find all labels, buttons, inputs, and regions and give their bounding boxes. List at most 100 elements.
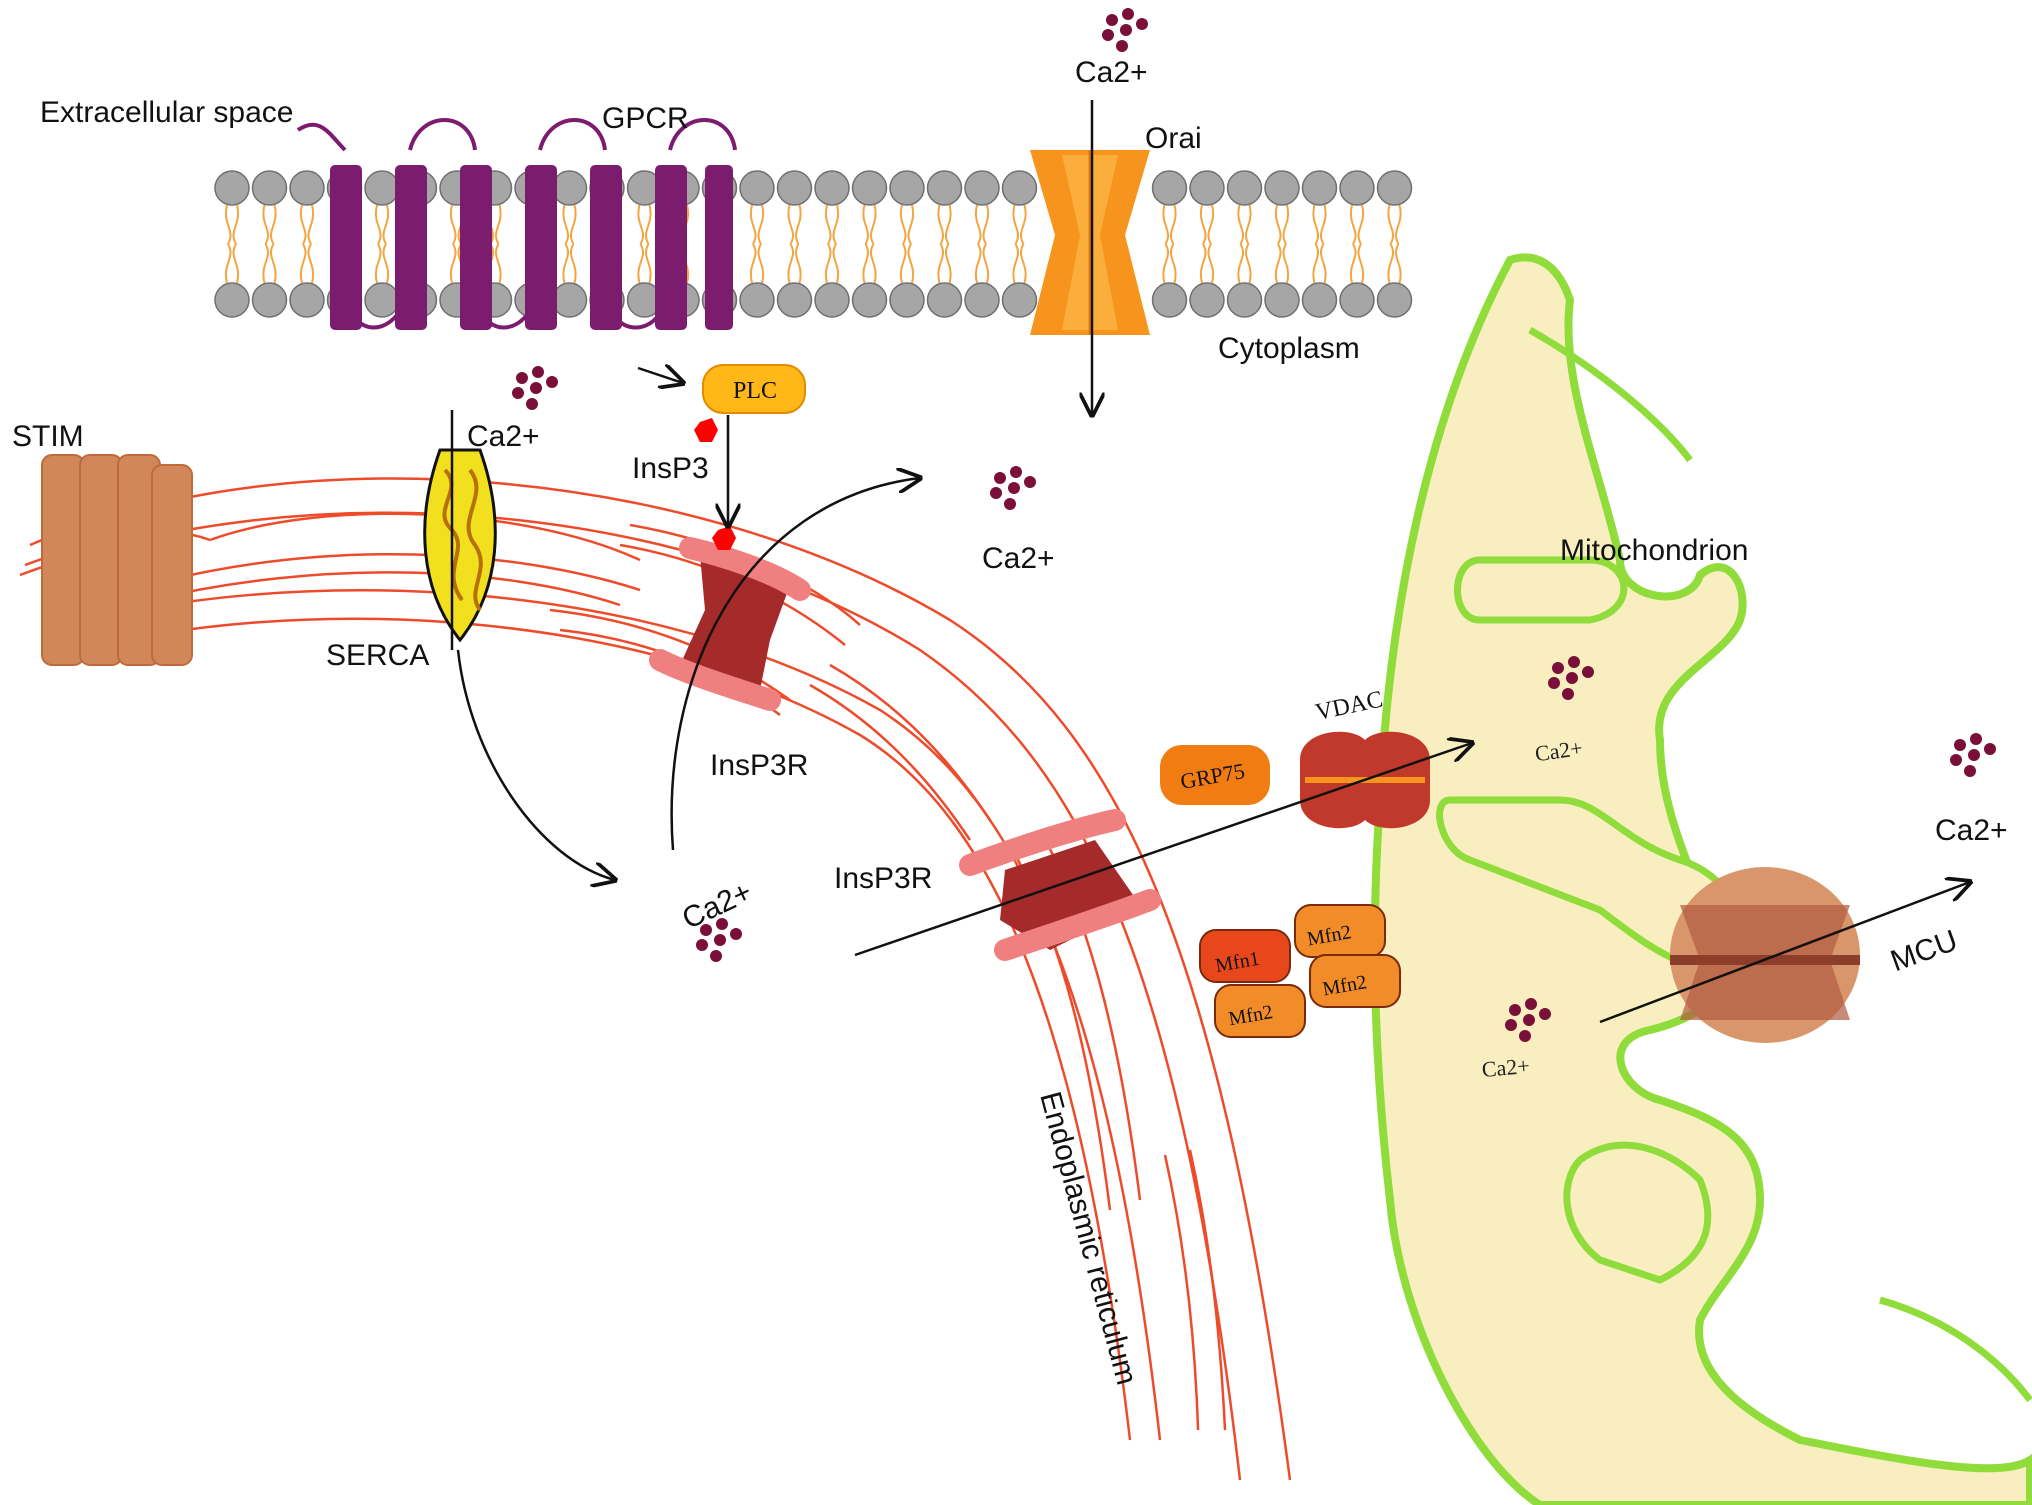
label-cytoplasm: Cytoplasm [1218, 332, 1360, 365]
lipid-head [1001, 282, 1038, 318]
gpcr-receptor [296, 118, 737, 330]
lipid-head [814, 170, 850, 206]
lipid-tail [262, 204, 277, 284]
insp3r-release-arrow [670, 478, 920, 851]
insp3-bound-icon [712, 526, 736, 550]
lipid-tail [1199, 204, 1215, 284]
lipid-tail [637, 204, 652, 284]
lipid-head [1001, 170, 1038, 206]
label-stim: STIM [12, 420, 84, 453]
lipid-head [851, 282, 888, 318]
mcu-efflux-arrow [1599, 882, 1970, 1024]
insp3r-upper-channel [649, 537, 811, 711]
lipid-tail [862, 204, 877, 284]
plc-enzyme [702, 364, 806, 414]
lipid-head [851, 170, 888, 206]
lipid-head [364, 282, 400, 318]
gpcr-helix [395, 165, 427, 330]
lipid-head [289, 170, 325, 206]
mcu-channel [1670, 867, 1860, 1043]
gpcr-plc-arrow [637, 368, 683, 383]
lipid-head [214, 282, 250, 318]
lipid-head [551, 170, 588, 206]
lipid-head [1264, 170, 1300, 206]
serca-lumen-arrow [456, 649, 615, 880]
label-mcu: MCU [1886, 924, 1961, 978]
lipid-head [964, 282, 1000, 318]
lipid-tail [299, 204, 315, 284]
stim-protein [41, 454, 193, 666]
gpcr-helix [590, 165, 622, 330]
calcium-ions-icon [512, 366, 558, 410]
label-orai: Orai [1145, 122, 1202, 155]
lipid-tail [1349, 204, 1365, 284]
label-ca-extracellular: Ca2+ [1075, 56, 1148, 89]
gpcr-helix [525, 165, 557, 330]
lipid-head [1264, 282, 1300, 318]
lipid-head [551, 282, 588, 318]
lipid-tail [1312, 204, 1327, 284]
label-serca: SERCA [326, 639, 429, 672]
lipid-head [814, 282, 850, 318]
lipid-head [889, 282, 925, 318]
insp3r-lower-channel [959, 809, 1161, 961]
lipid-head [964, 170, 1000, 206]
mitofusin-complex [1199, 904, 1401, 1038]
lipid-head [251, 170, 288, 206]
gpcr-helix [705, 165, 733, 330]
label-gpcr: GPCR [602, 102, 689, 135]
lipid-head [1151, 282, 1188, 318]
lipid-head [1376, 170, 1413, 206]
lipid-head [364, 170, 400, 206]
lipid-tail [1387, 204, 1402, 284]
lipid-head [889, 170, 925, 206]
lipid-head [739, 282, 775, 318]
serca-pump [423, 448, 497, 643]
lipid-head [1226, 282, 1263, 318]
lipid-head [926, 282, 963, 318]
label-ca-right: Ca2+ [1935, 814, 2008, 847]
lipid-tail [1012, 204, 1027, 284]
lipid-head [1226, 170, 1263, 206]
grp75-protein [1160, 745, 1270, 805]
label-endoplasmic-reticulum: Endoplasmic reticulum [1033, 1088, 1143, 1388]
label-plc: PLC [733, 378, 777, 404]
lipid-head [926, 170, 963, 206]
label-insp3: InsP3 [632, 452, 709, 485]
lipid-head [1189, 282, 1225, 318]
plasma-membrane [214, 170, 1413, 318]
lipid-head [251, 282, 288, 318]
label-vdac: VDAC [1313, 686, 1385, 726]
er-mito-transfer-arrow [854, 743, 1472, 957]
lipid-head [1301, 282, 1338, 318]
orai-channel [1030, 150, 1150, 335]
calcium-ions-icon [1950, 733, 1996, 777]
lipid-tail [899, 204, 915, 284]
label-ca-matrix-lower: Ca2+ [1481, 1053, 1531, 1082]
lipid-head [1339, 170, 1375, 206]
label-ca-serca: Ca2+ [467, 420, 540, 453]
lipid-head [776, 170, 813, 206]
lipid-head [739, 170, 775, 206]
mitochondrion [1370, 253, 2032, 1505]
lipid-head [1151, 170, 1188, 206]
lipid-heads-top [214, 170, 1413, 206]
label-insp3r-upper: InsP3R [710, 749, 808, 782]
lipid-head [214, 170, 250, 206]
calcium-ions-icon [990, 466, 1036, 510]
flux-arrows [450, 100, 1970, 1024]
lipid-tail [974, 204, 990, 284]
lipid-tail [787, 204, 802, 284]
lipid-head [776, 282, 813, 318]
lipid-head [1189, 170, 1225, 206]
label-ca-cytoplasm: Ca2+ [982, 542, 1055, 575]
lipid-tail [1162, 204, 1177, 284]
lipid-head [289, 282, 325, 318]
lipid-tail [1274, 204, 1290, 284]
lipid-head [1376, 282, 1413, 318]
lipid-tail [224, 204, 240, 284]
gpcr-helix [330, 165, 362, 330]
lipid-tail [937, 204, 952, 284]
